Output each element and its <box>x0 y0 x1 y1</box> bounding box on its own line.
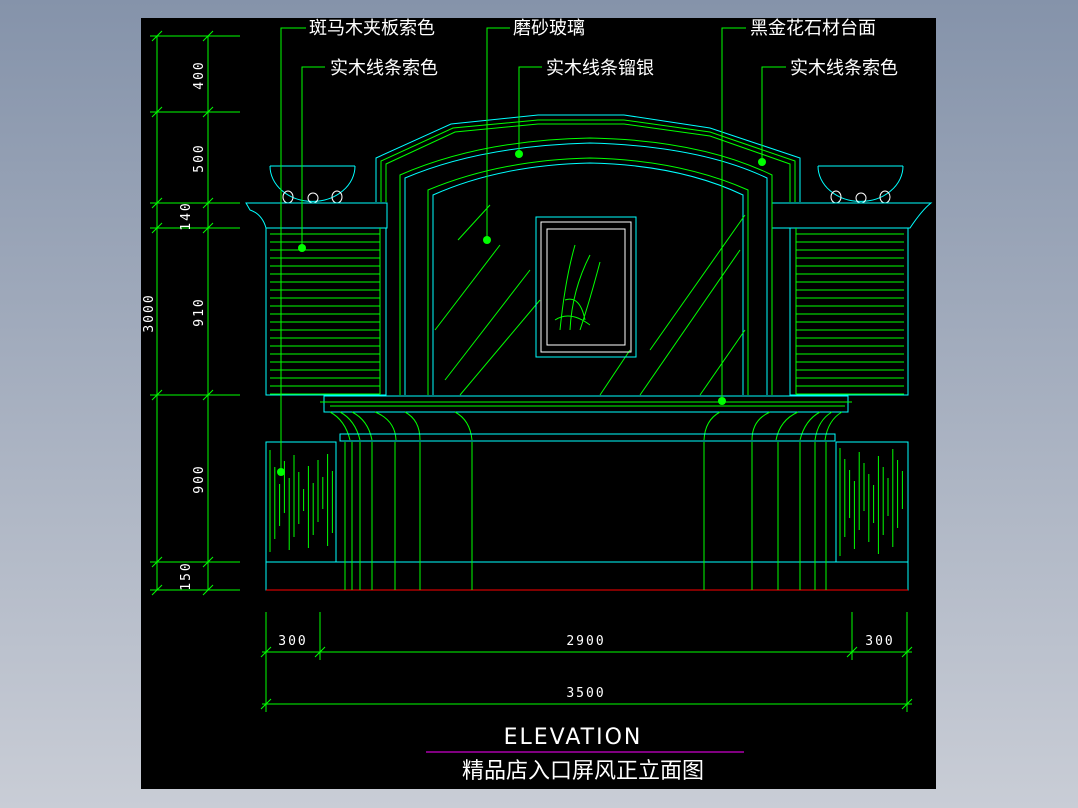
cornice-right <box>771 202 933 229</box>
drawing-line <box>151 106 163 118</box>
dim-500: 500 <box>192 143 207 172</box>
drawing-line <box>202 584 214 596</box>
title-zh: 精品店入口屏风正立面图 <box>462 759 704 784</box>
drawing-line <box>457 204 491 241</box>
drawing-line <box>649 214 746 351</box>
drawing-line <box>151 222 163 234</box>
louver-panel-right <box>789 227 909 396</box>
drawing-line <box>434 244 501 331</box>
label-frosted-glass: 磨砂玻璃 <box>513 18 585 39</box>
title-en: ELEVATION <box>504 725 643 750</box>
vertical-dimensions <box>150 30 240 596</box>
drawing-line <box>202 30 214 42</box>
drawing-line <box>459 299 541 396</box>
dim-900: 900 <box>192 464 207 493</box>
drawing-line <box>202 556 214 568</box>
horizontal-dimensions <box>260 612 913 712</box>
drawing-line <box>202 106 214 118</box>
dim-140: 140 <box>179 201 194 230</box>
drawing-line <box>444 269 531 381</box>
label-zebrawood: 斑马木夹板索色 <box>309 18 435 39</box>
marble-countertop <box>320 395 852 442</box>
dim-3000: 3000 <box>142 293 157 332</box>
cornice-left <box>245 202 388 229</box>
label-wood-trim-silver: 实木线条镏银 <box>546 58 654 79</box>
arch-frame <box>375 114 801 395</box>
label-marble-top: 黑金花石材台面 <box>750 18 876 39</box>
drawing-line <box>151 389 163 401</box>
drawing-line <box>151 556 163 568</box>
leader-lines <box>277 27 786 476</box>
dim-910: 910 <box>192 297 207 326</box>
drawing-line <box>202 197 214 209</box>
dim-300-left: 300 <box>278 634 307 649</box>
drawing-line <box>151 584 163 596</box>
lower-base <box>265 441 909 591</box>
label-wood-trim-right: 实木线条索色 <box>790 58 898 79</box>
dim-3500: 3500 <box>566 686 605 701</box>
drawing-line <box>202 222 214 234</box>
label-wood-trim-left: 实木线条索色 <box>330 58 438 79</box>
drawing-line <box>151 30 163 42</box>
dim-150: 150 <box>179 561 194 590</box>
decorative-bowl-left <box>269 165 356 204</box>
frosted-glass-panel <box>434 204 746 396</box>
decorative-bowl-right <box>817 165 904 204</box>
dim-400: 400 <box>192 60 207 89</box>
drawing-line <box>151 197 163 209</box>
louver-panel-left <box>265 227 387 396</box>
dim-2900: 2900 <box>566 634 605 649</box>
dim-300-right: 300 <box>865 634 894 649</box>
drawing-line <box>202 389 214 401</box>
picture-frame <box>535 216 637 358</box>
drawing-line <box>639 249 741 396</box>
